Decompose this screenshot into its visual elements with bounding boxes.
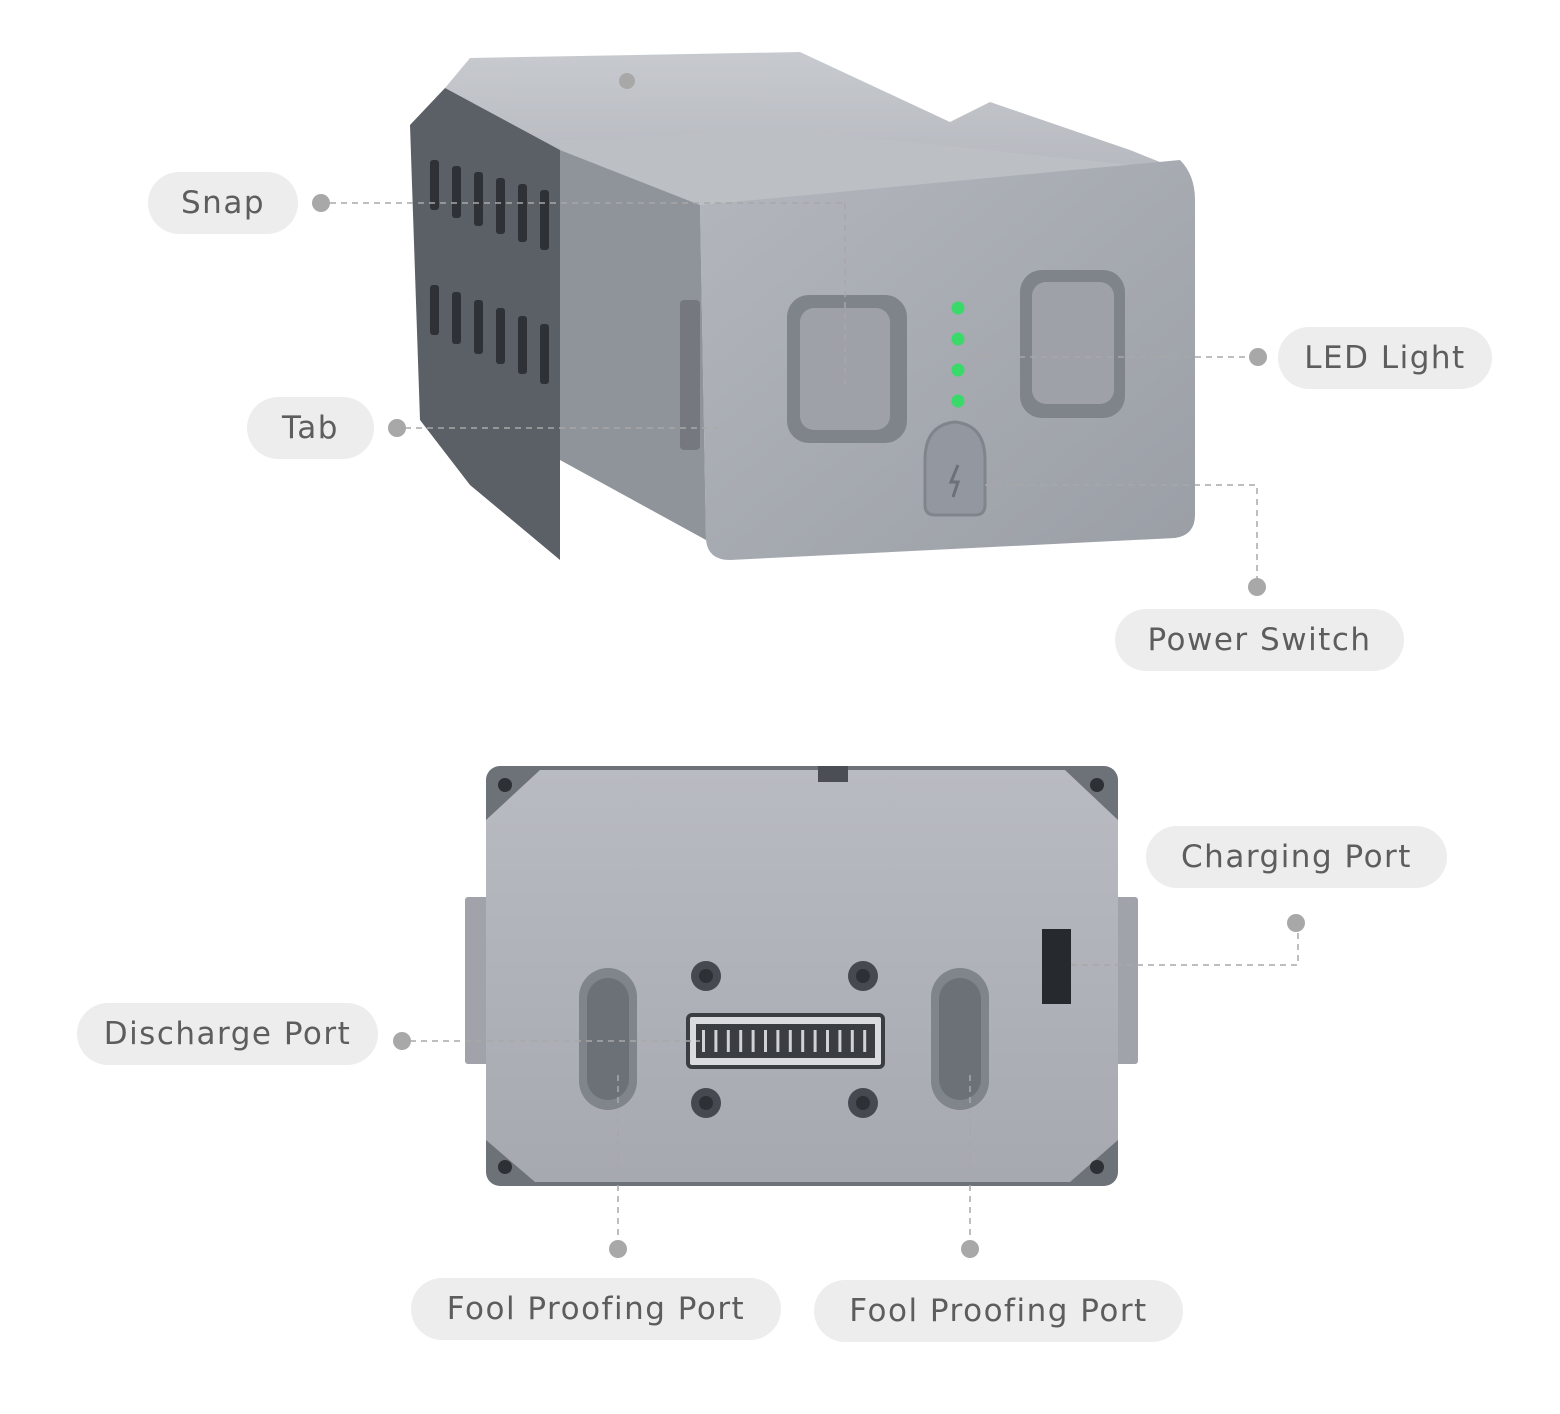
label-fool-proofing-port-right: Fool Proofing Port (814, 1280, 1183, 1342)
leader-dots-bottom (393, 914, 1305, 1258)
connector-pin (850, 1030, 854, 1052)
label-led-light: LED Light (1278, 327, 1492, 389)
led-dot (951, 301, 965, 315)
connector-pin (838, 1030, 842, 1052)
bottom-face (486, 770, 1118, 1182)
battery-front-face (700, 160, 1195, 560)
connector-pin (714, 1030, 718, 1052)
connector-pin (788, 1030, 792, 1052)
battery-top-step (560, 130, 1180, 205)
connector-pin (801, 1030, 805, 1052)
leader-lines-top (330, 202, 1258, 580)
connector-pin (764, 1030, 767, 1052)
label-snap: Snap (148, 172, 298, 234)
mount-holes (691, 961, 878, 1118)
bottom-side-tab-left (465, 897, 490, 1064)
corner-screws (498, 778, 1104, 1174)
connector-pin (702, 1030, 705, 1052)
bottom-side-tab-right (1113, 897, 1138, 1064)
connector-pin (826, 1030, 829, 1052)
label-power-switch: Power Switch (1115, 609, 1404, 671)
led-dot (951, 394, 965, 408)
battery-side-tab (680, 300, 700, 450)
connector-pin (751, 1030, 755, 1052)
leader-lines-bottom (410, 930, 1299, 1240)
battery-top-view (410, 52, 1195, 560)
connector-pin (726, 1030, 730, 1052)
label-charging-port: Charging Port (1146, 826, 1447, 888)
label-tab: Tab (247, 397, 374, 459)
label-discharge-port: Discharge Port (77, 1003, 378, 1065)
connector-pins (702, 1030, 867, 1052)
led-dot (951, 363, 965, 377)
connector-pin (739, 1030, 743, 1052)
leader-dots-top (312, 73, 1267, 596)
connector-pin (813, 1030, 817, 1052)
charging-port (1042, 929, 1071, 1004)
battery-bottom-view (465, 766, 1138, 1186)
power-bolt-icon (948, 464, 961, 498)
led-dot (951, 332, 965, 346)
connector-pin (863, 1030, 867, 1052)
connector-pin (776, 1030, 780, 1052)
battery-mid-body (560, 150, 706, 540)
led-indicators (951, 301, 965, 408)
label-fool-proofing-port-left: Fool Proofing Port (411, 1278, 781, 1340)
